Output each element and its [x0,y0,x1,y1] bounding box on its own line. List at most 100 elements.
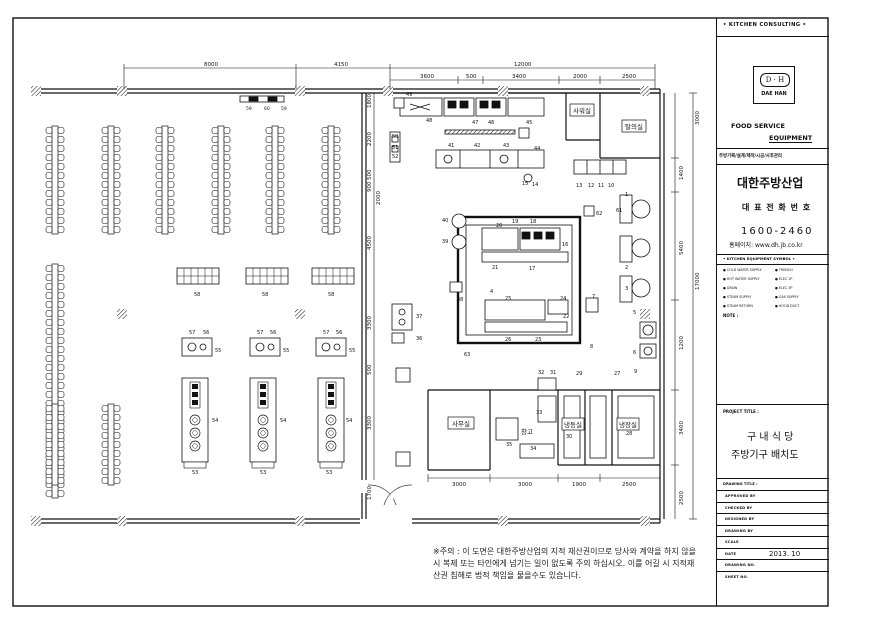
label-60: 60 [264,106,270,112]
dim-mid-10: 1700 [367,486,373,500]
kitchen-item-number: 36 [416,336,422,342]
drawing-title-label: DRAWING TITLE : [723,482,758,486]
symbol-legend-item: ● TRENCH [775,268,793,272]
kitchen-item-number: 7 [592,294,595,300]
title-field-label: DESIGNED BY [725,517,755,521]
label-58-a: 58 [194,292,200,298]
kitchen-item-number: 3 [625,286,628,292]
label-53-c: 53 [326,470,332,476]
dim-top-6: 3400 [512,74,526,80]
dim-mid-8: 500 [367,364,373,375]
kitchen-item-number: 23 [535,337,541,343]
dining-table [321,125,341,235]
kitchen-item-number: 1 [625,192,628,198]
symbol-legend-item: ● COLD WATER SUPPLY [723,268,762,272]
kitchen-item-number: 4 [490,289,493,295]
label-55-a: 55 [215,348,221,354]
dim-mid-6: 4500 [367,236,373,250]
structural-columns [31,86,650,526]
serving-line [249,377,277,469]
kitchen-item-number: 25 [505,296,511,302]
dim-mid-5: 2000 [376,191,382,205]
kitchen-item-number: 16 [562,242,568,248]
label-54-c: 54 [346,418,352,424]
label-58-b: 58 [262,292,268,298]
services-text: 주방기획/설계/제작/시공/사후관리 [719,154,782,159]
dining-table [45,125,65,235]
kitchen-item-number: 62 [596,211,602,217]
label-54-a: 54 [212,418,218,424]
kitchen-item-number: 52 [392,154,398,160]
kitchen-item-number: 44 [534,146,540,152]
title-block: • KITCHEN CONSULTING • D · H DAE HAN FOO… [716,18,829,606]
symbol-legend-item: ● STEAM RETURN [723,304,753,308]
rice-warmers [181,337,347,357]
kitchen-item-number: 45 [526,120,532,126]
dim-right-7: 2500 [679,491,685,505]
kitchen-item-number: 40 [442,218,448,224]
title-field-label: APPROVED BY [725,494,756,498]
dim-top-4: 3600 [420,74,434,80]
title-field-label: CHECKED BY [725,505,753,510]
serving-line [317,377,345,469]
dim-bottom-4: 2500 [622,482,636,488]
title-field-label: SCALE [725,540,739,544]
outer-border [12,17,829,607]
homepage-text: 홈페이지: www.dh.jb.co.kr [729,242,803,249]
dining-table [45,403,65,486]
building-walls [35,88,665,524]
kitchen-item-number: 17 [529,266,535,272]
room-freezer: 냉동실 [564,420,582,429]
label-55-b: 55 [283,348,289,354]
water-station-labels: 59 60 59 [246,106,287,112]
title-field-label: DATE [725,551,737,556]
dim-mid-2: 2200 [367,132,373,146]
kitchen-item-number: 32 [538,370,544,376]
logo-subtext: DAE HAN [761,91,787,97]
project-name: 구 내 식 당 [747,432,794,443]
symbol-legend-item: ● GAS SUPPLY [775,295,799,299]
kitchen-item-number: 35 [506,442,512,448]
warmer-labels: 57 56 55 57 56 55 57 56 55 [189,330,355,354]
kitchen-item-number: 10 [608,183,614,189]
dim-right-4: 17000 [695,272,701,290]
equipment-line-2: EQUIPMENT [769,134,813,143]
kitchen-item-number: 21 [492,265,498,271]
copyright-notice: ※주의 : 이 도면은 대한주방산업의 지적 재산권이므로 당사와 계약을 하지… [433,547,696,580]
equipment-line-1: FOOD SERVICE [731,122,785,130]
label-56-b: 56 [270,330,276,336]
room-storage: 창고 [521,428,533,436]
kitchen-item-number: 19 [512,219,518,225]
kitchen-item-number: 18 [530,219,536,225]
kitchen-item-number: 46 [488,120,494,126]
kitchen-item-number: 2 [625,265,628,271]
dim-right-2: 1400 [679,166,685,180]
company-logo: D · H DAE HAN [753,66,795,104]
kitchen-item-number: 34 [530,446,536,452]
label-56-a: 56 [203,330,209,336]
label-57-b: 57 [257,330,263,336]
logo-mark: D · H [760,73,790,87]
kitchen-item-number: 50 [392,134,398,140]
kitchen-item-number: 27 [614,371,620,377]
kitchen-item-number: 41 [448,143,454,149]
dim-mid-9: 3300 [367,416,373,430]
kitchen-item-number: 31 [550,370,556,376]
kitchen-item-number: 48 [426,118,432,124]
dining-table [155,125,175,235]
dining-table [101,403,121,486]
title-field-label: SHEET NO. [725,574,749,579]
serving-line [181,377,209,469]
kitchen-item-number: 24 [560,296,566,302]
label-58-c: 58 [328,292,334,298]
kitchen-item-number: 38 [457,297,463,303]
kitchen-item-number: 30 [566,434,572,440]
rep-phone-label: 대 표 전 화 번 호 [742,203,812,212]
kitchen-item-number: 5 [633,310,636,316]
dining-table-groups [45,125,341,499]
phone-number: 1600-2460 [741,226,814,237]
dim-bottom-3: 1900 [572,482,586,488]
drawing-date: 2013. 10 [769,549,801,558]
label-57-a: 57 [189,330,195,336]
dim-top-3: 12000 [514,62,532,68]
